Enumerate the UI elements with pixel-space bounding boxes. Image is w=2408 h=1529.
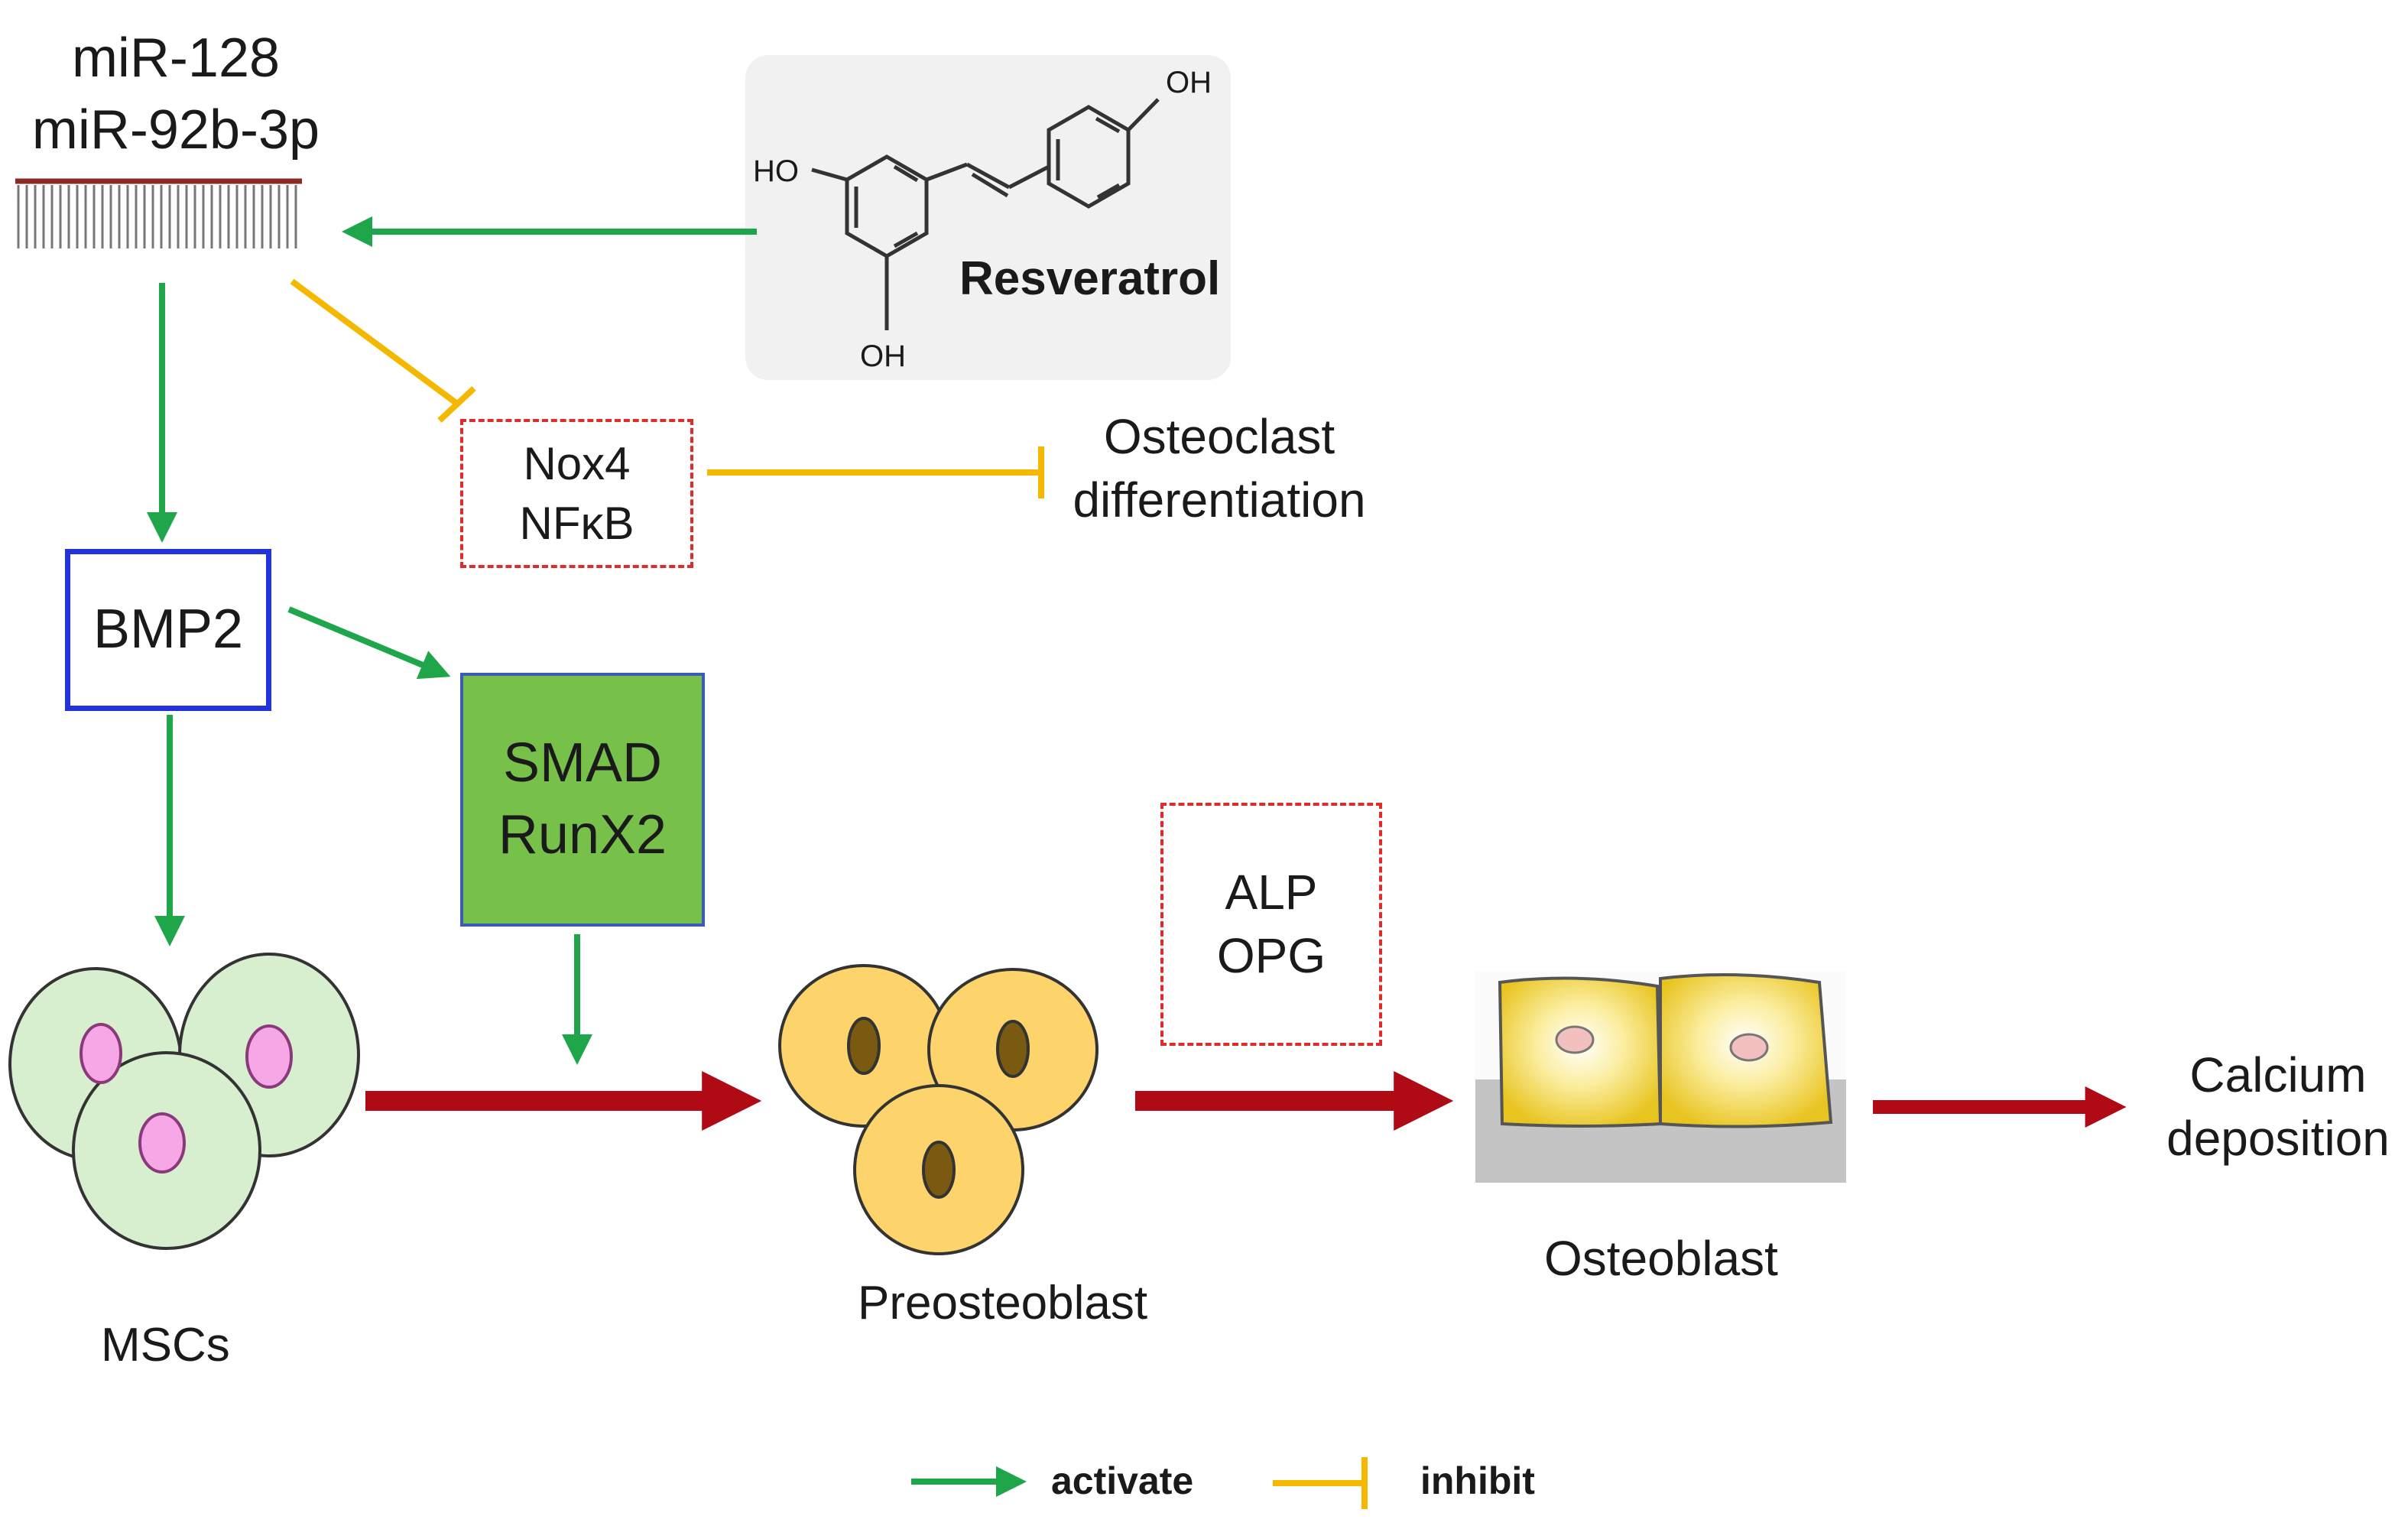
smad-label: SMAD (502, 732, 663, 794)
osteoblast-cells-icon (1475, 971, 1846, 1183)
osteoblast-label: Osteoblast (1544, 1231, 1778, 1286)
legend-activate-label: activate (1051, 1459, 1194, 1502)
osteoclast-label-line1: Osteoclast (1103, 409, 1335, 464)
osteoclast-label: Osteoclast differentiation (1066, 405, 1372, 532)
activation-arrows (147, 216, 757, 1065)
calcium-label-line1: Calcium (2189, 1047, 2367, 1102)
resveratrol-panel (745, 55, 1231, 380)
calcium-deposition-label: Calcium deposition (2160, 1044, 2397, 1170)
resveratrol-label: Resveratrol (959, 252, 1221, 305)
nfkb-label: NFκB (519, 497, 634, 549)
resveratrol-oh-top: OH (1166, 66, 1212, 99)
resveratrol-structure-icon (811, 98, 1160, 330)
flow-arrows (365, 1071, 2127, 1131)
alp-opg-box: ALP OPG (1160, 803, 1382, 1046)
inhibition-arrows (290, 278, 1044, 498)
resveratrol-oh-bottom: OH (860, 339, 906, 373)
legend-marks (911, 1457, 1368, 1509)
calcium-label-line2: deposition (2166, 1111, 2390, 1167)
bmp2-label: BMP2 (92, 599, 244, 661)
legend-inhibit-label: inhibit (1420, 1459, 1535, 1502)
mirna-label-line1: miR-128 (71, 28, 281, 89)
nox4-nfkb-box: Nox4 NFκB (460, 419, 693, 568)
inhibit-mirna-to-nox4 (290, 278, 459, 407)
opg-label: OPG (1216, 928, 1326, 983)
msc-cells-icon (8, 953, 360, 1250)
smad-runx2-box: SMAD RunX2 (460, 673, 705, 927)
alp-label: ALP (1225, 864, 1318, 920)
bmp2-box: BMP2 (65, 549, 271, 711)
mirna-label: miR-128 miR-92b-3p (15, 23, 336, 166)
preosteoblast-label: Preosteoblast (858, 1277, 1148, 1329)
nox4-label: Nox4 (523, 437, 631, 489)
preosteoblast-cells-icon (778, 964, 1099, 1255)
mirna-label-line2: miR-92b-3p (31, 99, 320, 161)
runx2-label: RunX2 (498, 804, 667, 865)
resveratrol-oh-left: HO (753, 154, 799, 188)
mscs-label: MSCs (101, 1319, 230, 1372)
osteoclast-label-line2: differentiation (1073, 472, 1366, 528)
mirna-strand-icon (15, 178, 302, 248)
arrow-bmp2-to-smad (287, 606, 451, 680)
